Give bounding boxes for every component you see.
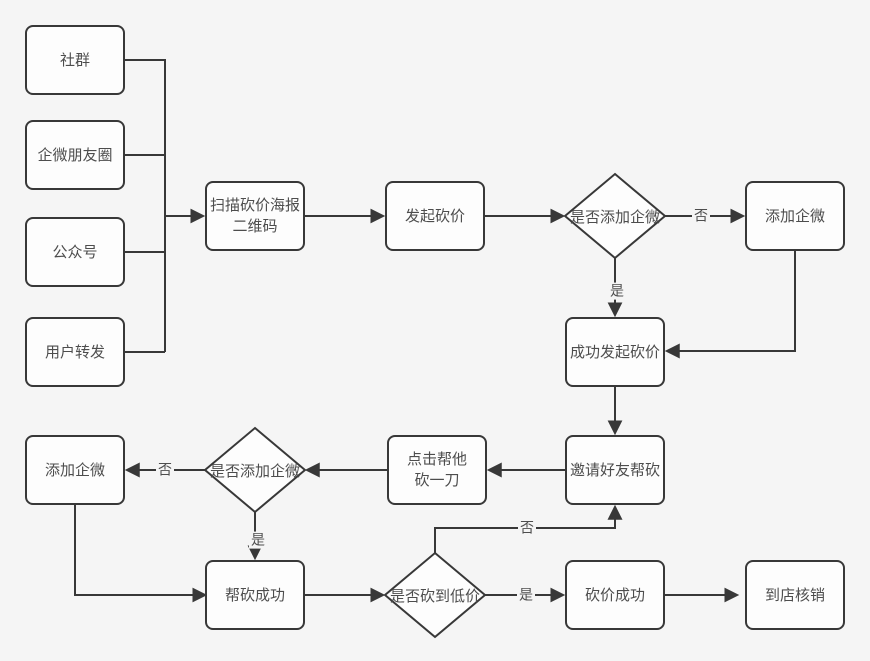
node-start-bargain: 发起砍价: [385, 181, 485, 251]
decision-add-qiwei-top-shape: [563, 172, 667, 260]
edge-label-bottom-yes: 是: [517, 586, 535, 604]
decision-add-qiwei-left-shape: [203, 426, 307, 514]
node-official-account-label: 公众号: [52, 243, 98, 261]
node-scan-qr-label: 扫描砍价海报 二维码: [209, 197, 300, 235]
node-help-cut-success: 帮砍成功: [205, 560, 305, 630]
node-store-redeem: 到店核销: [745, 560, 845, 630]
node-help-cut-success-label: 帮砍成功: [224, 586, 285, 604]
node-add-qiwei-right: 添加企微: [745, 181, 845, 251]
decision-reached-low-price-shape: [383, 551, 487, 639]
node-store-redeem-label: 到店核销: [764, 586, 825, 604]
node-bargain-success-label: 砍价成功: [584, 586, 645, 604]
node-scan-qr: 扫描砍价海报 二维码: [205, 181, 305, 251]
node-community: 社群: [25, 25, 125, 95]
edge-label-left-no: 否: [156, 461, 174, 479]
node-add-qiwei-right-label: 添加企微: [764, 207, 825, 225]
node-qiwei-moments-label: 企微朋友圈: [37, 146, 113, 164]
node-bargain-started-label: 成功发起砍价: [569, 343, 660, 361]
node-click-help-cut: 点击帮他 砍一刀: [387, 435, 487, 505]
node-add-qiwei-left: 添加企微: [25, 435, 125, 505]
node-user-forward: 用户转发: [25, 317, 125, 387]
node-click-help-cut-label: 点击帮他 砍一刀: [406, 451, 467, 489]
edge-add-left-to-help-success: [74, 505, 208, 603]
node-user-forward-label: 用户转发: [44, 343, 105, 361]
node-bargain-success: 砍价成功: [565, 560, 665, 630]
edge-label-top-no: 否: [692, 207, 710, 225]
edge-label-bottom-no: 否: [518, 519, 536, 537]
node-qiwei-moments: 企微朋友圈: [25, 120, 125, 190]
edge-sources-fan-in: [125, 59, 166, 353]
node-bargain-started: 成功发起砍价: [565, 317, 665, 387]
node-community-label: 社群: [59, 51, 90, 69]
node-start-bargain-label: 发起砍价: [404, 207, 465, 225]
node-add-qiwei-left-label: 添加企微: [44, 461, 105, 479]
edge-label-left-yes: 是: [249, 531, 267, 549]
node-invite-friends: 邀请好友帮砍: [565, 435, 665, 505]
edge-add-right-to-started: [664, 251, 796, 359]
edge-label-top-yes: 是: [608, 282, 626, 300]
node-invite-friends-label: 邀请好友帮砍: [569, 461, 660, 479]
node-official-account: 公众号: [25, 217, 125, 287]
